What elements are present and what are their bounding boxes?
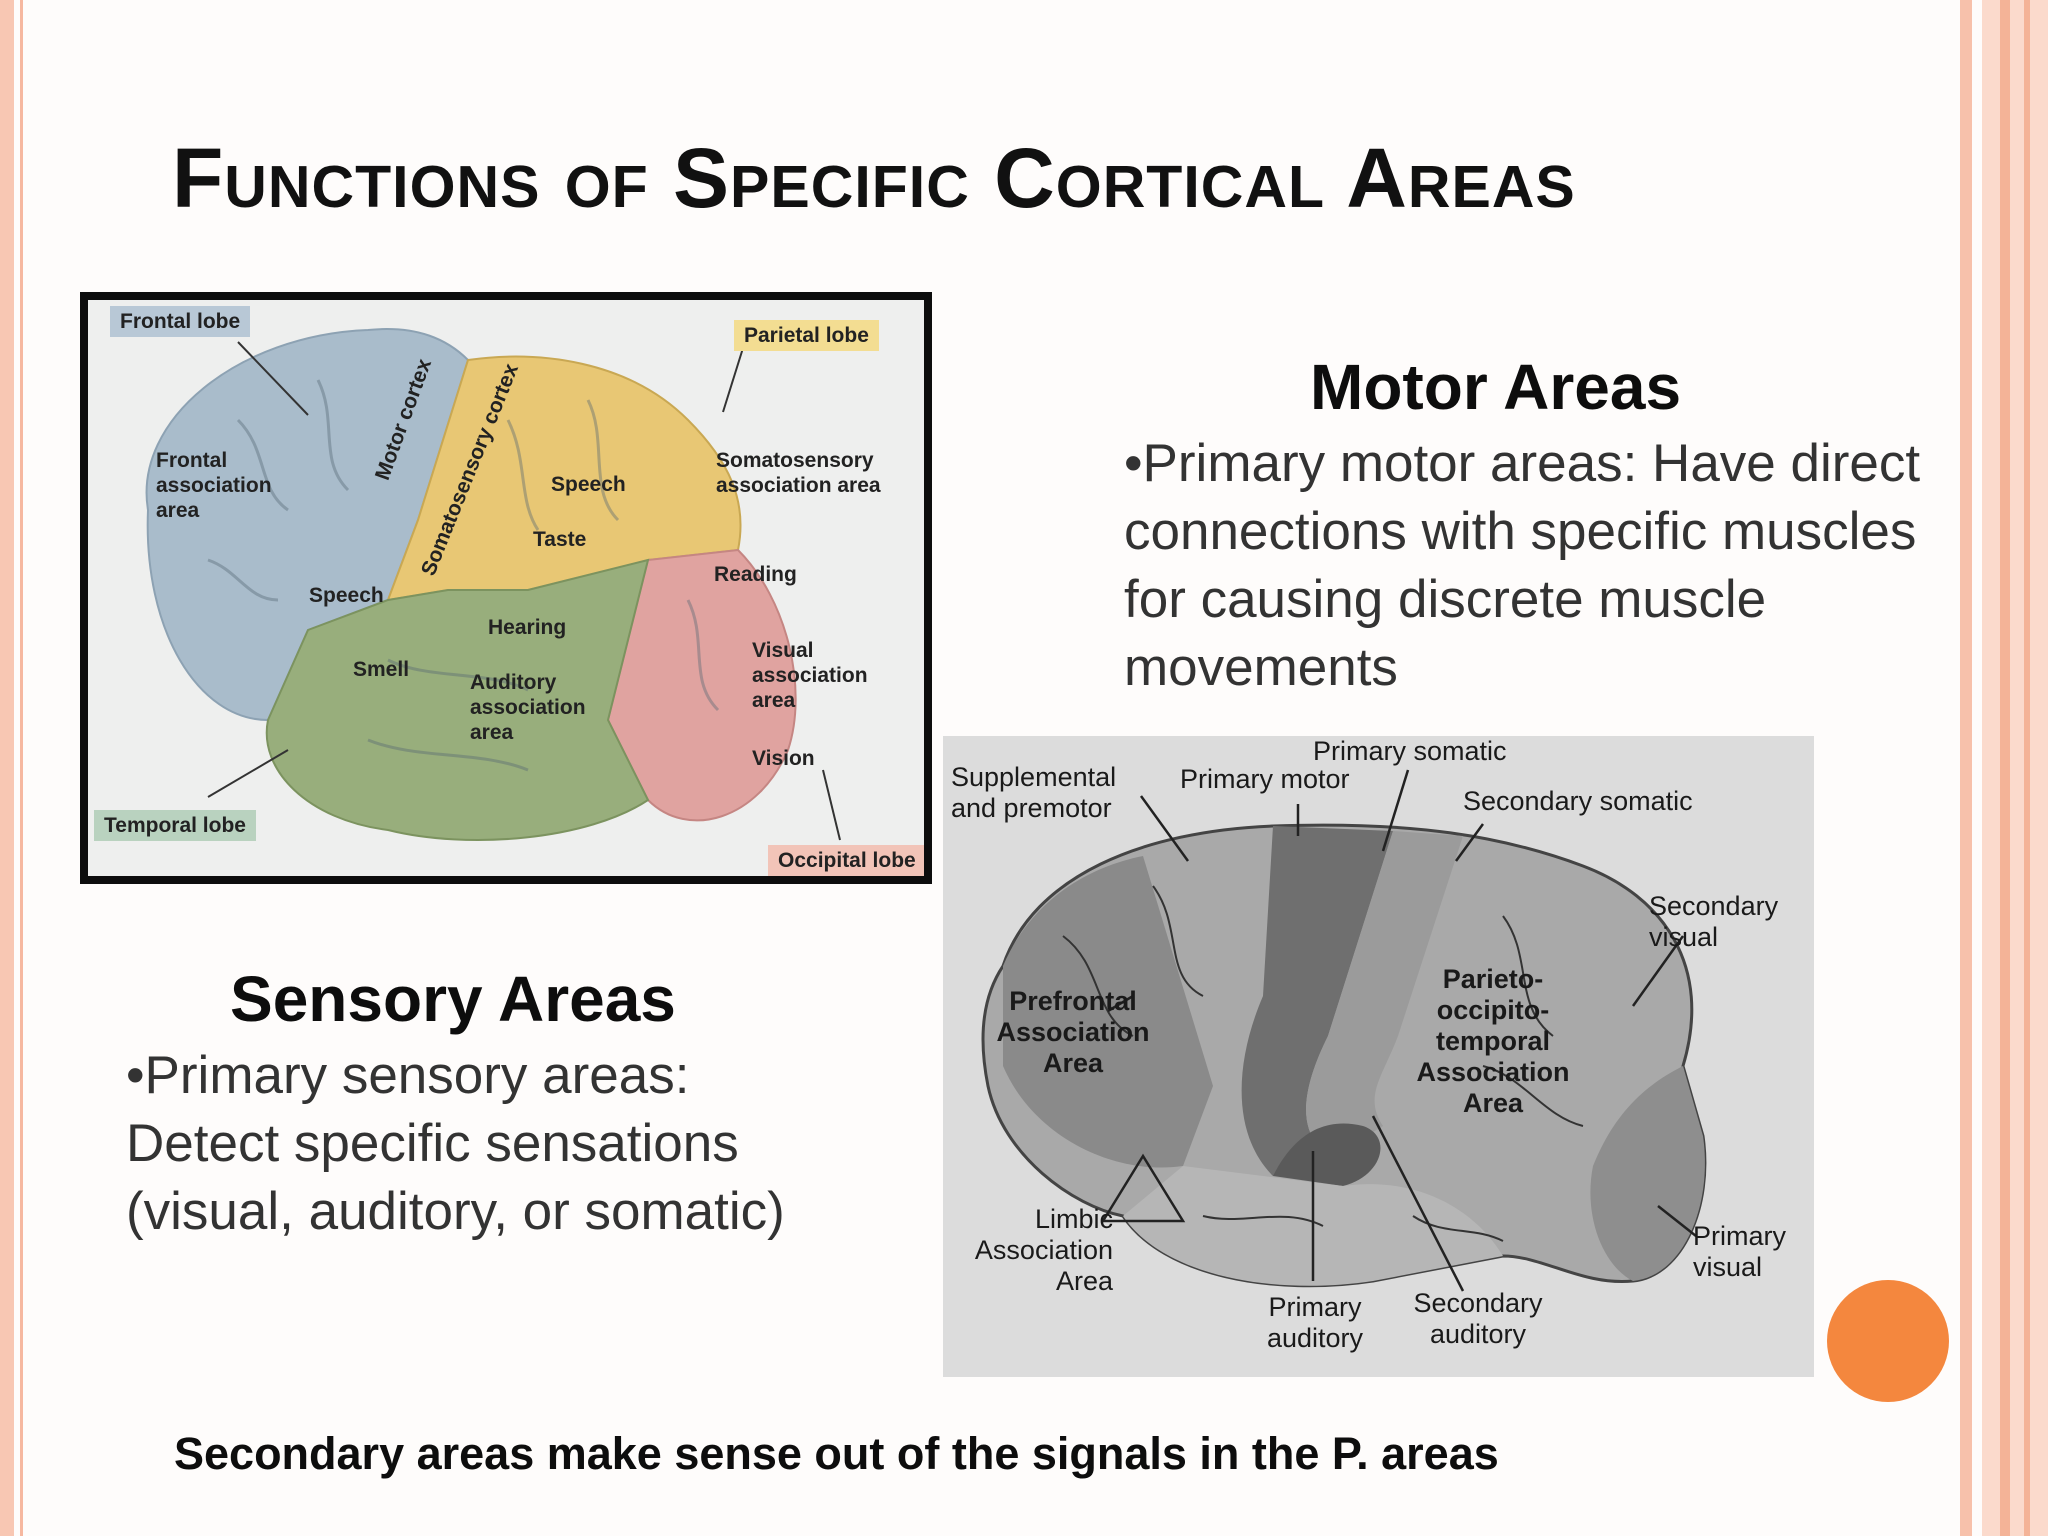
primary-auditory-label: Primary auditory bbox=[1266, 1292, 1364, 1353]
reading-label: Reading bbox=[714, 563, 797, 586]
right-frame-band bbox=[1960, 0, 1972, 1536]
slide-title: Functions of Specific Cortical Areas bbox=[172, 131, 1576, 225]
secondary-visual-label: Secondary visual bbox=[1649, 891, 1779, 952]
temporal-lobe-label: Temporal lobe bbox=[94, 810, 256, 841]
decorative-circle bbox=[1827, 1280, 1949, 1402]
smell-label: Smell bbox=[353, 658, 410, 681]
vision-label: Vision bbox=[752, 747, 815, 770]
motor-areas-heading: Motor Areas bbox=[1310, 351, 1682, 423]
primary-visual-label: Primary visual bbox=[1693, 1221, 1786, 1282]
cortical-function-illustration bbox=[981, 769, 1707, 1292]
motor-areas-text: •Primary motor areas: Have direct connec… bbox=[1124, 434, 1921, 697]
primary-somatic-label: Primary somatic bbox=[1313, 736, 1507, 766]
right-frame-panel bbox=[1982, 0, 2048, 1536]
secondary-auditory-label: Secondary auditory bbox=[1413, 1288, 1543, 1349]
cortical-function-figure: Supplemental and premotor Primary motor … bbox=[943, 736, 1814, 1377]
speech-upper-label: Speech bbox=[551, 473, 626, 496]
limbic-association-label: Limbic Association Area bbox=[974, 1204, 1113, 1296]
brain-lobes-illustration bbox=[145, 328, 841, 841]
frontal-lobe-label: Frontal lobe bbox=[110, 306, 251, 337]
prefrontal-association-label: Prefrontal Association Area bbox=[996, 986, 1150, 1078]
frontal-association-label: Frontal association area bbox=[156, 449, 272, 522]
visual-association-label: Visual association area bbox=[752, 639, 868, 712]
brain-lobes-figure: Frontal lobe Parietal lobe Temporal lobe… bbox=[80, 292, 932, 884]
secondary-somatic-label: Secondary somatic bbox=[1463, 786, 1693, 816]
primary-motor-label: Primary motor bbox=[1180, 764, 1350, 794]
sensory-areas-heading: Sensory Areas bbox=[230, 963, 676, 1035]
footer-note: Secondary areas make sense out of the si… bbox=[174, 1428, 1499, 1479]
left-frame-line bbox=[20, 0, 23, 1536]
taste-label: Taste bbox=[533, 528, 587, 551]
supplemental-premotor-label: Supplemental and premotor bbox=[951, 762, 1117, 823]
right-frame-stripe-2 bbox=[2024, 0, 2030, 1536]
hearing-label: Hearing bbox=[488, 616, 567, 639]
speech-lower-label: Speech bbox=[309, 584, 384, 607]
right-frame-stripe bbox=[2000, 0, 2010, 1536]
sensory-areas-text: •Primary sensory areas: Detect specific … bbox=[126, 1046, 785, 1241]
left-frame-band bbox=[0, 0, 14, 1536]
somatosensory-association-label: Somatosensory association area bbox=[716, 449, 881, 497]
parieto-occipito-temporal-label: Parieto- occipito- temporal Association … bbox=[1416, 964, 1570, 1118]
occipital-lobe-label: Occipital lobe bbox=[768, 845, 924, 876]
parietal-lobe-label: Parietal lobe bbox=[734, 320, 879, 351]
auditory-association-label: Auditory association area bbox=[470, 671, 586, 744]
